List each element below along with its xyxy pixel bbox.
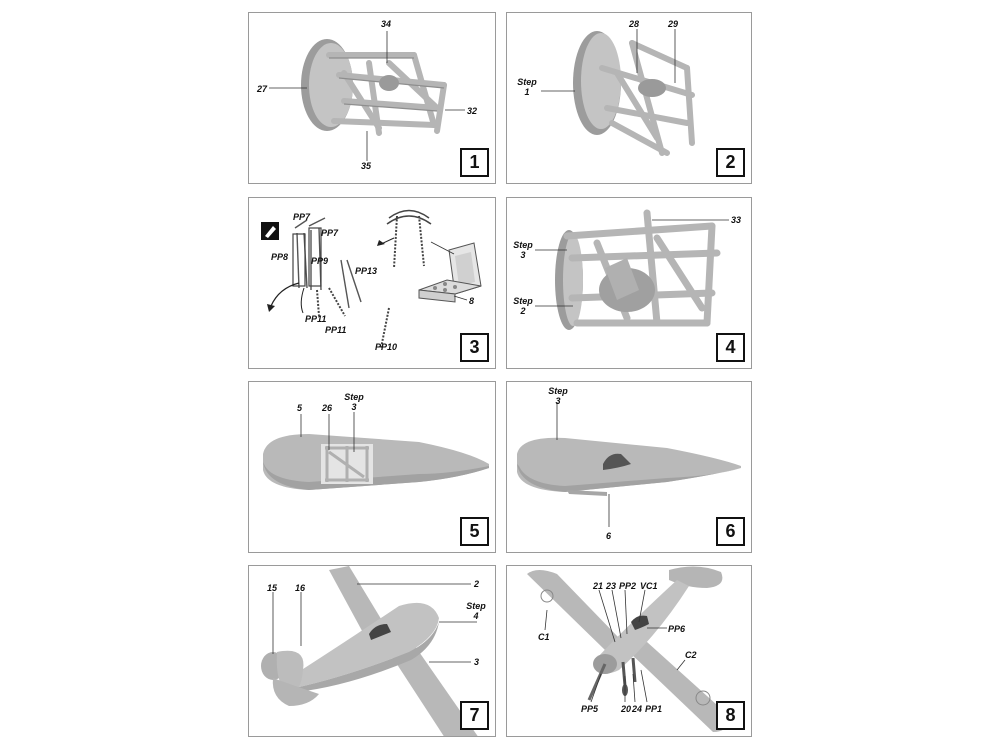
- step-panel-6: Step 3 6 6: [506, 381, 752, 553]
- part-label: 32: [467, 106, 478, 116]
- part-label: PP10: [375, 342, 398, 352]
- part-label: PP2: [619, 581, 637, 591]
- part-label: PP13: [355, 266, 378, 276]
- cockpit-with-seat-illustration: [535, 209, 729, 330]
- step-reference-label: Step: [548, 386, 568, 396]
- step-panel-3: PP7 PP7 PP8 PP9 PP13 PP11 PP11 8 PP10 3: [248, 197, 496, 369]
- part-label: 3: [474, 657, 480, 667]
- part-label: PP5: [581, 704, 599, 714]
- cockpit-frame-illustration: [269, 31, 465, 161]
- step-reference-label: Step: [344, 392, 364, 402]
- part-label: C2: [685, 650, 697, 660]
- step-reference-number: 3: [351, 402, 357, 412]
- step-reference-number: 3: [520, 250, 526, 260]
- step-reference-number: 1: [524, 87, 530, 97]
- step-number: 7: [460, 701, 489, 730]
- part-label: PP11: [305, 314, 327, 324]
- part-label: 28: [629, 19, 640, 29]
- part-label: 20: [621, 704, 632, 714]
- cockpit-frame-assembled-illustration: [541, 29, 695, 156]
- fuselage-closed-illustration: [517, 402, 741, 527]
- part-label: 33: [731, 215, 742, 225]
- step-panel-7: 15 16 2 Step 4 3 7: [248, 565, 496, 737]
- part-label: 26: [322, 403, 333, 413]
- part-label: C1: [538, 632, 550, 642]
- part-label: 24: [632, 704, 643, 714]
- part-label: 21: [593, 581, 604, 591]
- part-label: 6: [606, 531, 612, 541]
- part-label: 16: [295, 583, 306, 593]
- step-reference-label: Step: [466, 601, 486, 611]
- wing-and-tail-assembly-illustration: [261, 566, 478, 736]
- part-label: 15: [267, 583, 278, 593]
- part-label: 8: [469, 296, 475, 306]
- step-number: 3: [460, 333, 489, 362]
- step-reference-label: Step: [513, 296, 533, 306]
- step-panel-1: 34 27 32 35 1: [248, 12, 496, 184]
- part-label: PP1: [645, 704, 663, 714]
- part-label: PP7: [321, 228, 339, 238]
- completed-airframe-illustration: [527, 566, 728, 732]
- step-number: 5: [460, 517, 489, 546]
- part-label: PP9: [311, 256, 329, 266]
- step-number: 4: [716, 333, 745, 362]
- step-panel-2: 28 29 Step 1 2: [506, 12, 752, 184]
- part-label: 5: [297, 403, 303, 413]
- part-label: 35: [361, 161, 372, 171]
- step-number: 6: [716, 517, 745, 546]
- part-label: 2: [474, 579, 480, 589]
- step-reference-number: 3: [555, 396, 561, 406]
- step-reference-number: 4: [473, 611, 479, 621]
- part-label: PP11: [325, 325, 347, 335]
- step-reference-number: 2: [520, 306, 526, 316]
- part-label: 29: [668, 19, 679, 29]
- step-number: 8: [716, 701, 745, 730]
- fuselage-half-illustration: [263, 412, 489, 490]
- part-label: 34: [381, 19, 392, 29]
- step-reference-label: Step: [517, 77, 537, 87]
- seat-and-belts-illustration: [261, 209, 482, 349]
- step-panel-8: 21 23 PP2 VC1 PP6 C1 C2 PP5 20 24 PP1 8: [506, 565, 752, 737]
- step-number: 2: [716, 148, 745, 177]
- part-label: 23: [606, 581, 617, 591]
- step-panel-5: 5 26 Step 3 5: [248, 381, 496, 553]
- part-label: 27: [257, 84, 268, 94]
- step-number: 1: [460, 148, 489, 177]
- part-label: PP6: [668, 624, 686, 634]
- part-label: PP7: [293, 212, 311, 222]
- part-label: PP8: [271, 252, 289, 262]
- step-panel-4: 33 Step 3 Step 2 4: [506, 197, 752, 369]
- step-reference-label: Step: [513, 240, 533, 250]
- part-label: VC1: [640, 581, 658, 591]
